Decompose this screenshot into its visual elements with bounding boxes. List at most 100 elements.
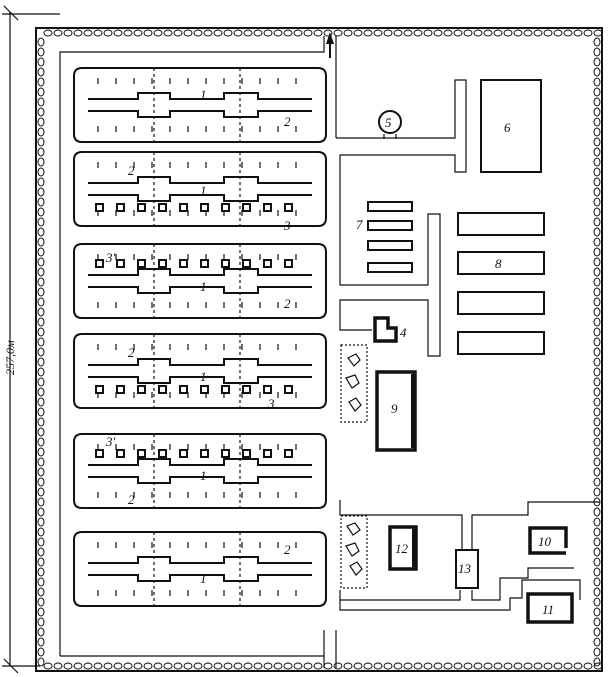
module-3-equipment (242, 259, 251, 268)
module-2-equipment (179, 203, 188, 212)
module-4-ticks (97, 344, 297, 398)
label-9: 9 (391, 401, 398, 416)
facility-12: 12 (388, 525, 418, 571)
module-4-equipment (116, 385, 125, 394)
label-1-e: 1 (200, 468, 207, 483)
facility-8: 8 (457, 212, 545, 355)
module-5-spine (88, 458, 312, 484)
module-2-equipment (284, 203, 293, 212)
label-1-a: 1 (200, 87, 207, 102)
label-13: 13 (458, 561, 472, 576)
utility-roads (336, 79, 600, 611)
label-2-c: 2 (284, 296, 291, 311)
module-4-outline (73, 333, 327, 409)
label-2-e: 2 (128, 492, 135, 507)
module-5-equipment (116, 449, 125, 458)
label-6: 6 (504, 120, 511, 135)
module-2-ticks (97, 162, 297, 216)
hedge-planting (37, 29, 603, 670)
facility-6: 6 (480, 79, 542, 173)
label-3-a: 3 (283, 218, 291, 233)
label-3-b: 3 (267, 396, 275, 411)
module-3-equipment (116, 259, 125, 268)
module-2-spine (88, 176, 312, 202)
label-4: 4 (400, 325, 407, 340)
facility-13: 13 (455, 549, 479, 589)
module-5-equipment (284, 449, 293, 458)
housing-modules (73, 67, 327, 607)
module-2-equipment (137, 203, 146, 212)
label-10: 10 (538, 534, 552, 549)
entrance-arrow (326, 32, 334, 44)
module-4-equipment (95, 385, 104, 394)
module-6-ticks (97, 542, 297, 596)
module-2-equipment (95, 203, 104, 212)
module-2-equipment (242, 203, 251, 212)
module-5-equipment (200, 449, 209, 458)
module-3-spine (88, 268, 312, 294)
site-boundary (35, 27, 603, 672)
module-3-equipment (284, 259, 293, 268)
module-4-equipment (242, 385, 251, 394)
module-2-equipment (116, 203, 125, 212)
label-2-b: 2 (128, 163, 135, 178)
module-2-equipment (263, 203, 272, 212)
label-5: 5 (385, 115, 392, 130)
module-5-equipment (242, 449, 251, 458)
facility-4: 4 (373, 316, 407, 343)
module-5-equipment (95, 449, 104, 458)
module-4-equipment (137, 385, 146, 394)
facility-9: 9 (375, 370, 417, 452)
stockpile-lower (340, 515, 368, 589)
module-4-equipment (200, 385, 209, 394)
module-4-equipment (158, 385, 167, 394)
label-11: 11 (542, 602, 554, 617)
module-5-equipment (221, 449, 230, 458)
facility-5: 5 (378, 110, 402, 139)
module-1-outline (73, 67, 327, 143)
module-3-equipment (200, 259, 209, 268)
label-1-f: 1 (200, 571, 207, 586)
facility-11: 11 (526, 592, 574, 624)
module-5-ticks (97, 444, 297, 498)
internal-road (59, 32, 337, 668)
module-4-equipment (263, 385, 272, 394)
module-5-outline (73, 433, 327, 509)
module-4-equipment (284, 385, 293, 394)
dimension-line: 257,0м (2, 5, 60, 674)
module-4-equipment (179, 385, 188, 394)
facility-7: 7 (356, 201, 413, 273)
hedge-scallops (37, 29, 603, 670)
module-5-equipment (263, 449, 272, 458)
module-1-ticks (97, 78, 297, 132)
module-3-equipment (179, 259, 188, 268)
module-3-outline (73, 243, 327, 319)
module-3-ticks (97, 254, 297, 308)
label-1-b: 1 (200, 183, 207, 198)
module-6-spine (88, 556, 312, 582)
label-12: 12 (395, 541, 409, 556)
module-3-equipment (263, 259, 272, 268)
module-5-equipment (158, 449, 167, 458)
label-3p-a: 3' (105, 250, 116, 265)
module-3-equipment (137, 259, 146, 268)
module-4-equipment (221, 385, 230, 394)
label-3p-b: 3' (105, 434, 116, 449)
module-2-equipment (200, 203, 209, 212)
label-2-f: 2 (284, 542, 291, 557)
label-1-d: 1 (200, 369, 207, 384)
module-6-outline (73, 531, 327, 607)
label-2-a: 2 (284, 114, 291, 129)
module-labels: 1 2 2 1 3 3' 1 2 2 1 3 3' 1 2 2 1 (105, 87, 291, 586)
module-2-equipment (158, 203, 167, 212)
facility-10: 10 (528, 526, 568, 555)
label-2-d: 2 (128, 345, 135, 360)
dimension-label: 257,0м (3, 340, 17, 375)
label-7: 7 (356, 217, 363, 232)
module-5-equipment (137, 449, 146, 458)
module-3-equipment (158, 259, 167, 268)
label-1-c: 1 (200, 279, 207, 294)
module-2-equipment (221, 203, 230, 212)
label-8: 8 (495, 256, 502, 271)
